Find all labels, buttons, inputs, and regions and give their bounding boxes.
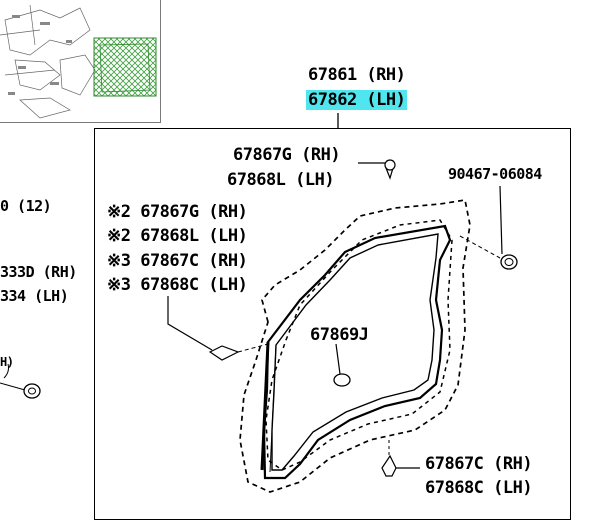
weatherstrip-outer (262, 224, 452, 480)
left-edge-label-12: 0 (12) (0, 197, 52, 215)
part-number-lh-highlighted[interactable]: 67862 (LH) (306, 90, 408, 110)
callout-clip-bottom-lh[interactable]: 67868C (LH) (425, 478, 533, 498)
weatherstrip-inner (271, 233, 439, 471)
left-edge-bolt-icon (0, 363, 41, 399)
callout-clip-top-lh[interactable]: 67868L (LH) (227, 170, 335, 190)
callout-clip-top-rh[interactable]: 67867G (RH) (233, 145, 341, 165)
callout-list-item-3[interactable]: ※3 67867C (RH) (107, 251, 248, 271)
left-edge-label-rh: 333D (RH) (0, 263, 77, 281)
callout-list-item-4[interactable]: ※3 67868C (LH) (107, 275, 248, 295)
part-number-rh: 67861 (RH) (308, 65, 406, 85)
bolt-icon (459, 185, 518, 270)
key-map-drawing (0, 4, 157, 119)
callout-list-item-2[interactable]: ※2 67868L (LH) (107, 226, 248, 246)
parts-diagram-frame (94, 128, 571, 520)
callout-clip-bottom-rh[interactable]: 67867C (RH) (425, 454, 533, 474)
callout-list-item-1[interactable]: ※2 67867G (RH) (107, 202, 248, 222)
highlighted-part-number: 67862 (LH) (306, 90, 408, 110)
key-map-thumbnail[interactable] (0, 0, 161, 123)
door-outline-dashed (239, 199, 471, 493)
clip-left-icon (167, 296, 269, 361)
callout-bolt[interactable]: 90467-06084 (448, 165, 542, 183)
left-edge-label-lh: 334 (LH) (0, 287, 69, 305)
door-inner-dashed (265, 219, 453, 471)
clip-bottom-icon (381, 440, 420, 477)
left-edge-label-h: H) (0, 355, 14, 369)
grommet-icon (333, 343, 351, 387)
callout-center-part[interactable]: 67869J (310, 325, 369, 345)
clip-top-icon (358, 159, 396, 180)
